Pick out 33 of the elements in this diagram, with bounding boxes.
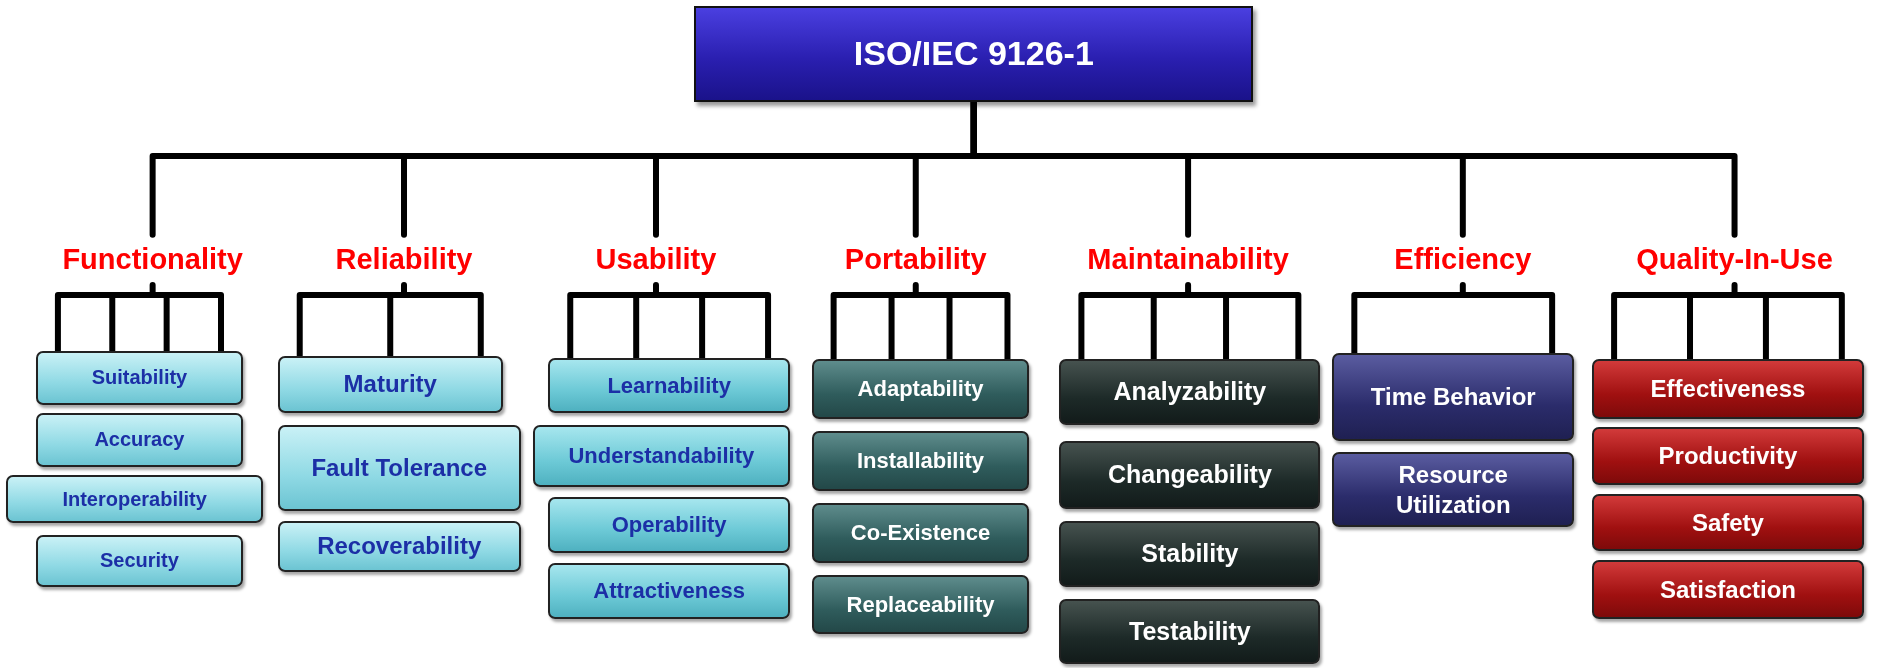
characteristic-box: Learnability: [548, 357, 791, 413]
characteristic-box: Analyzability: [1059, 359, 1321, 425]
characteristic-box: Satisfaction: [1592, 560, 1864, 619]
category-label: Usability: [550, 234, 762, 285]
characteristic-box: Attractiveness: [548, 562, 791, 619]
characteristic-box: Adaptability: [811, 359, 1030, 419]
characteristic-box: Changeability: [1059, 440, 1321, 509]
characteristic-box: Accuracy: [35, 413, 243, 467]
characteristic-box: Fault Tolerance: [277, 424, 521, 512]
characteristic-box: Co-Existence: [811, 502, 1030, 563]
characteristic-box: Understandability: [532, 424, 791, 488]
characteristic-box: Recoverability: [277, 520, 521, 573]
characteristic-box: Resource Utilization: [1332, 452, 1575, 527]
characteristic-box: Productivity: [1592, 427, 1864, 485]
characteristic-box: Interoperability: [6, 475, 264, 524]
characteristic-box: Effectiveness: [1592, 359, 1864, 419]
characteristic-box: Installability: [811, 430, 1030, 491]
category-label: Quality-In-Use: [1592, 234, 1877, 285]
characteristic-box: Maturity: [277, 355, 503, 413]
characteristic-box: Operability: [548, 496, 791, 554]
category-label: Functionality: [17, 234, 288, 285]
category-label: Efficiency: [1352, 234, 1573, 285]
root-box: ISO/IEC 9126-1: [694, 6, 1254, 102]
characteristic-box: Suitability: [35, 350, 243, 405]
characteristic-box: Stability: [1059, 520, 1321, 587]
characteristic-box: Security: [35, 535, 243, 587]
characteristic-box: Replaceability: [811, 574, 1030, 635]
category-label: Portability: [802, 234, 1030, 285]
category-label: Maintainability: [1047, 234, 1329, 285]
characteristic-box: Time Behavior: [1332, 353, 1575, 441]
category-label: Reliability: [299, 234, 509, 285]
characteristic-box: Safety: [1592, 494, 1864, 551]
characteristic-box: Testability: [1059, 598, 1321, 665]
